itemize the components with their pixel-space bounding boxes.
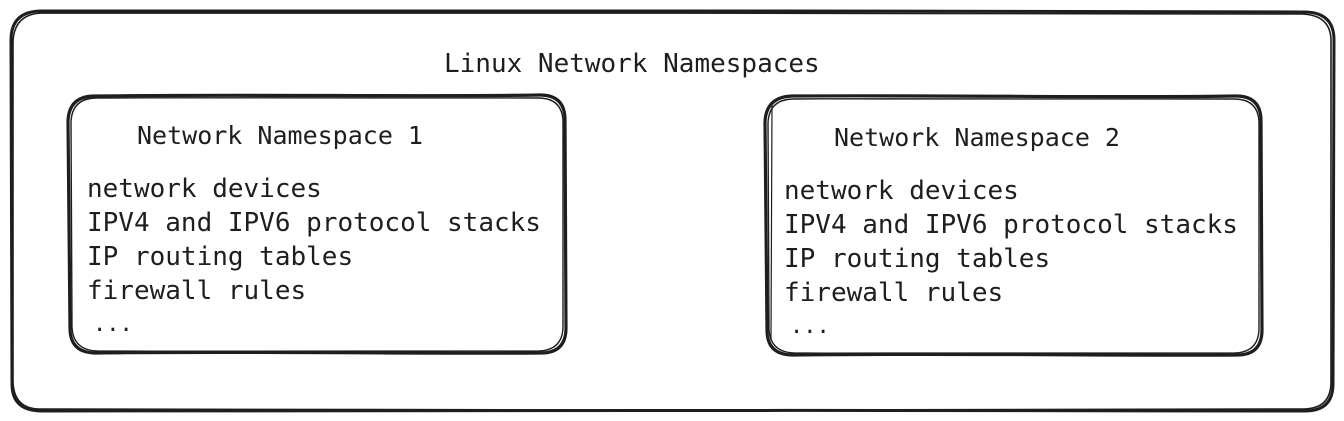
namespace-1-item-firewall-rules: firewall rules (87, 276, 307, 306)
namespace-1-item-protocol-stacks: IPV4 and IPV6 protocol stacks (87, 208, 541, 238)
outer-container-box (9, 9, 1336, 413)
namespace-2-title: Network Namespace 2 (834, 123, 1120, 152)
namespace-1-box (66, 93, 568, 355)
namespace-1-item-ellipsis: ... (93, 312, 133, 337)
namespace-2-item-protocol-stacks: IPV4 and IPV6 protocol stacks (784, 210, 1238, 240)
namespace-2-item-network-devices: network devices (784, 176, 1019, 206)
namespace-1-title: Network Namespace 1 (137, 121, 423, 150)
namespace-2-item-routing-tables: IP routing tables (784, 244, 1051, 274)
namespace-2-box (763, 94, 1264, 357)
namespace-1-item-routing-tables: IP routing tables (87, 242, 354, 272)
namespace-2-item-firewall-rules: firewall rules (784, 278, 1004, 308)
namespace-1-item-network-devices: network devices (87, 174, 322, 204)
namespace-2-item-ellipsis: ... (790, 314, 830, 339)
diagram-title: Linux Network Namespaces (444, 49, 820, 79)
